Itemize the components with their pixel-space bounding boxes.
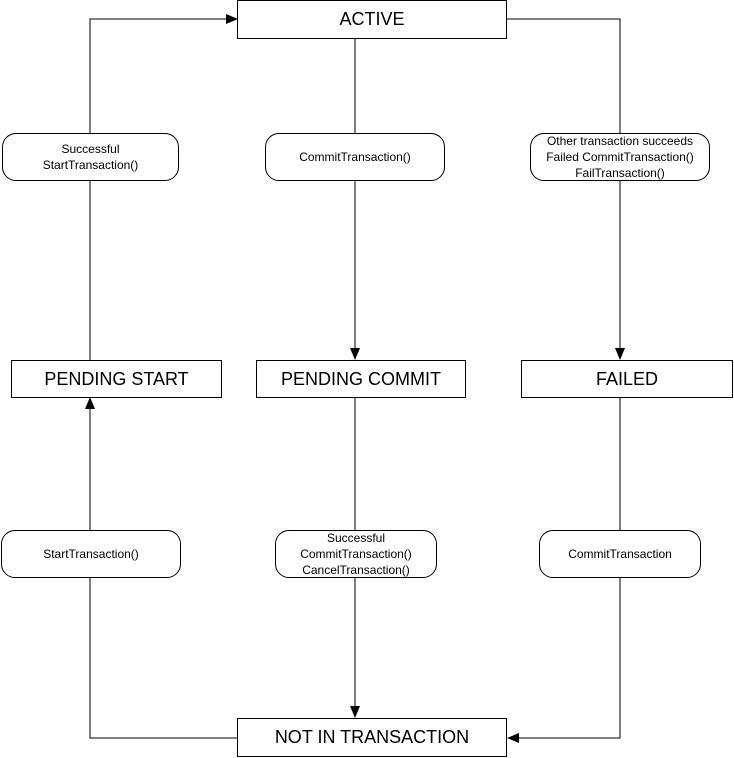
transition-label-failed-commit: CommitTransaction [539, 530, 701, 578]
transition-label-start-success: Successful StartTransaction() [2, 133, 179, 181]
label-line: Successful [61, 142, 120, 156]
state-pending-start: PENDING START [11, 360, 222, 398]
state-failed: FAILED [521, 360, 733, 398]
edge-failed-to-not-in-transaction [507, 397, 621, 743]
state-pending-commit: PENDING COMMIT [256, 360, 466, 398]
transition-label-fail: Other transaction succeeds Failed Commit… [530, 133, 710, 181]
label-line: CommitTransaction() [300, 547, 412, 561]
transition-label-commit: CommitTransaction() [265, 133, 445, 181]
state-active: ACTIVE [237, 0, 507, 39]
label-line: CancelTransaction() [302, 563, 410, 577]
state-not-in-transaction: NOT IN TRANSACTION [237, 718, 507, 757]
label-line: Failed CommitTransaction() [546, 150, 694, 164]
transition-label-commit-or-cancel: Successful CommitTransaction() CancelTra… [275, 530, 437, 578]
label-line: CommitTransaction() [299, 150, 411, 164]
edge-not-in-transaction-to-pending-start [85, 397, 237, 739]
label-line: FailTransaction() [575, 166, 665, 180]
label-line: CommitTransaction [568, 547, 672, 561]
label-line: Other transaction succeeds [546, 134, 694, 148]
label-line: StartTransaction() [42, 158, 139, 172]
edge-pending-start-to-active [89, 14, 238, 360]
edge-active-to-failed [506, 18, 625, 360]
label-line: Successful [326, 531, 386, 545]
label-line: StartTransaction() [43, 547, 139, 561]
transition-label-start: StartTransaction() [1, 530, 181, 578]
